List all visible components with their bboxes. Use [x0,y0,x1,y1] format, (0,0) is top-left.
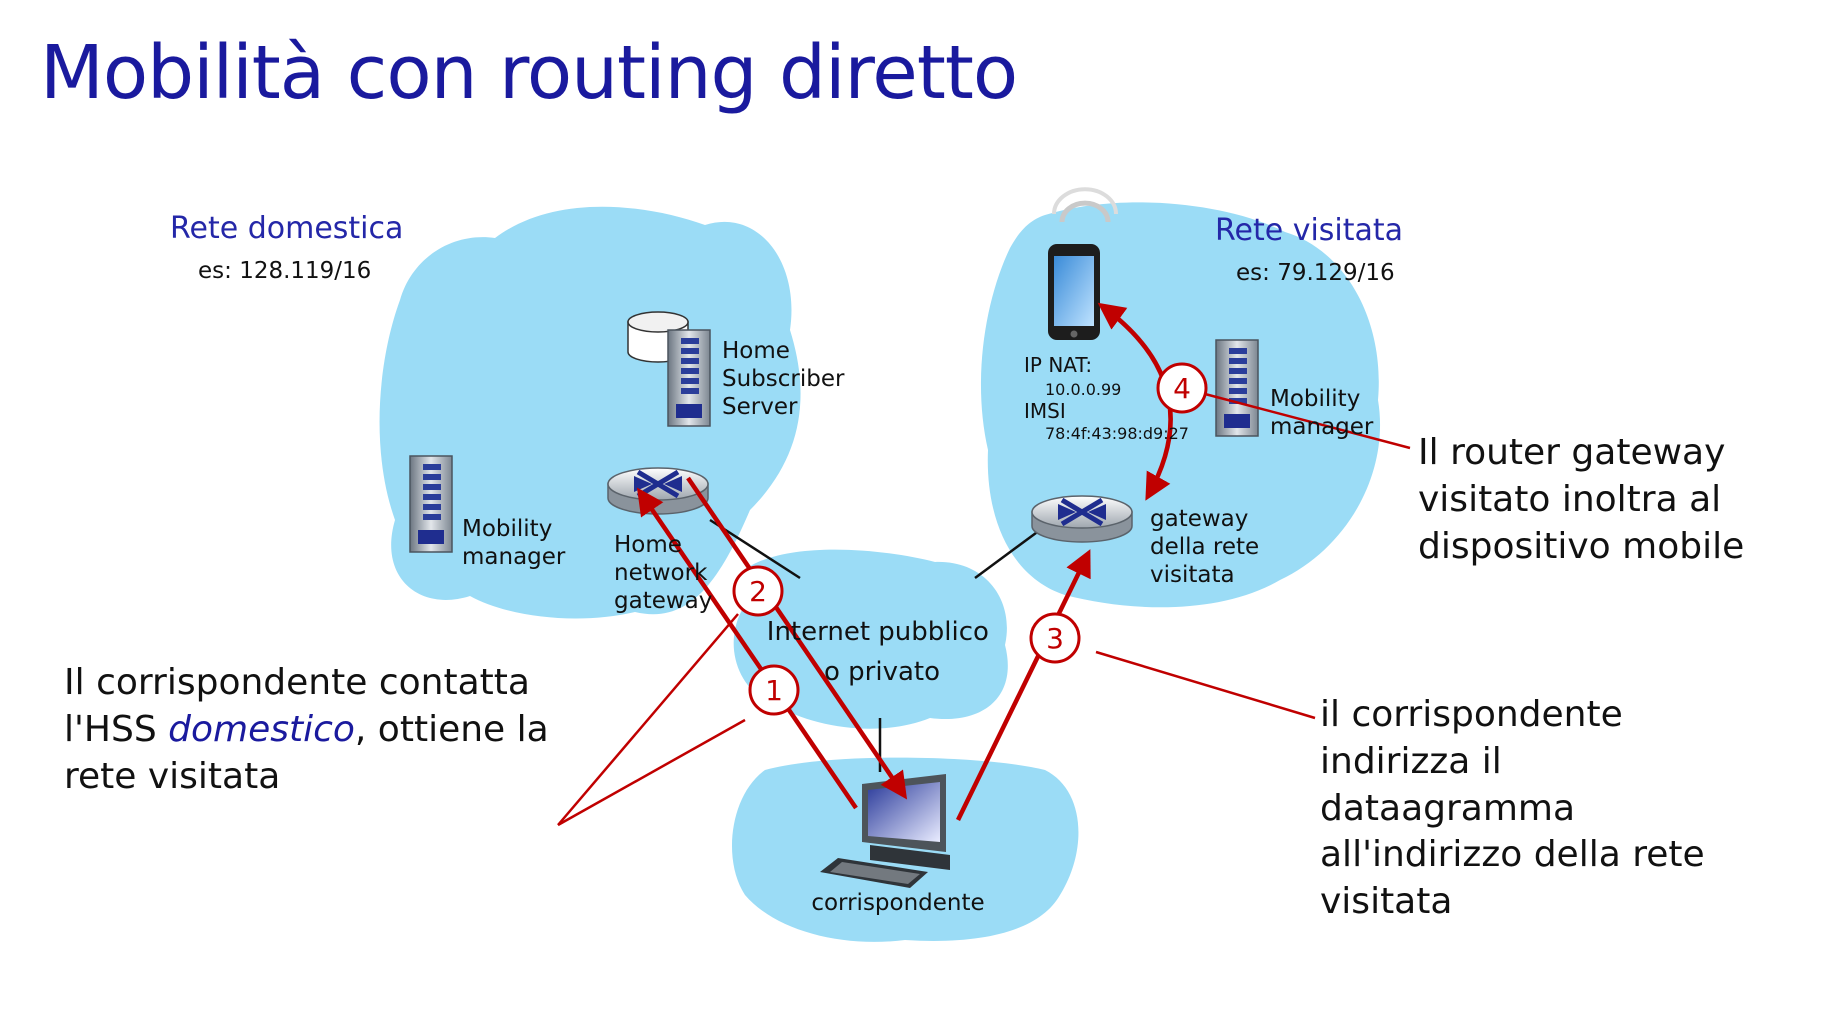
flow-arrows [636,302,1173,821]
home-gateway-router-icon [608,468,708,514]
visited-network-subnet: es: 79.129/16 [1236,260,1395,286]
home-mobility-manager-server-icon [409,455,453,553]
correspondent-label: corrispondente [811,890,984,916]
smartphone-icon [1048,187,1118,340]
home-gateway-label: Home network gateway [614,532,715,614]
visited-gateway-label: gateway della rete visitata [1150,506,1267,588]
visited-mobility-manager-server-icon [1215,339,1259,437]
step-badge-4: 4 [1156,362,1208,414]
step-4-label: 4 [1173,372,1191,405]
page-title: Mobilità con routing diretto [40,30,1018,116]
arrow-step-3 [955,549,1091,821]
step-badge-1: 1 [748,664,800,716]
hss-label: Home Subscriber Server [722,338,852,420]
visited-mobility-manager-label: Mobility manager [1270,386,1374,440]
home-network-cloud [379,206,801,619]
step-badge-3: 3 [1029,612,1081,664]
arrow-step-2 [686,476,908,800]
visited-gateway-router-icon [1032,496,1132,542]
arrow-step-1 [636,487,858,810]
note-correspondent-contacts-hss: Il corrispondente contatta l'HSS domesti… [64,662,549,797]
internet-label: Internet pubblico o privato [767,617,997,687]
note-correspondent-addresses-datagram: il corrispondente indirizza il dataagram… [1320,694,1705,923]
link-visited-internet [974,528,1041,580]
home-network-subnet: es: 128.119/16 [198,258,371,284]
step-1-label: 1 [765,674,783,707]
step-3-label: 3 [1046,622,1064,655]
step-2-label: 2 [749,575,767,608]
internet-cloud [733,549,1008,729]
hss-server-icon [667,329,711,427]
step-badge-2: 2 [732,565,784,617]
visited-network-title: Rete visitata [1215,213,1403,248]
note-pointer-lines [557,392,1411,827]
home-network-title: Rete domestica [170,211,403,246]
note-visited-gateway-forwards: Il router gateway visitato inoltra al di… [1418,432,1745,567]
home-mobility-manager-label: Mobility manager [462,516,566,570]
mobile-device-label: IP NAT: 10.0.0.99 IMSI 78:4f:43:98:d9:27 [1024,353,1189,443]
